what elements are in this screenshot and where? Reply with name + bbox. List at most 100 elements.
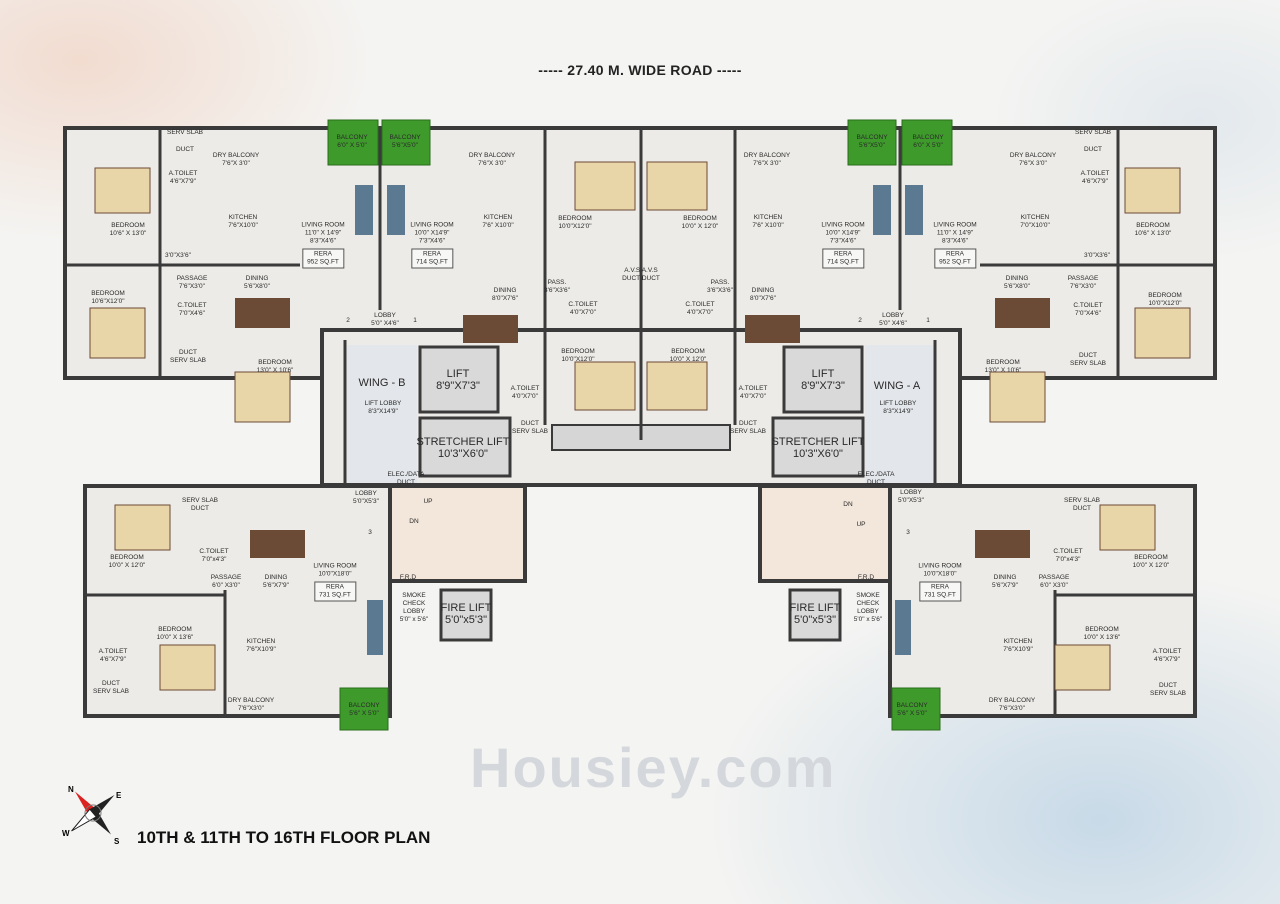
room-name: UP (856, 521, 866, 528)
room-name: BALCONY (336, 134, 368, 141)
room-dimension: 7'6"X3'0" (238, 705, 264, 712)
room-name: SMOKE CHECK LOBBY (856, 592, 880, 615)
room-name: BEDROOM (1134, 554, 1168, 561)
room-name: A.TOILET (98, 648, 128, 655)
room-name: A.TOILET (510, 385, 540, 392)
room-name: DN (409, 518, 419, 525)
room-name: LIVING ROOM (918, 562, 962, 570)
room-label: PASS.3'6"X3'6" (707, 279, 733, 295)
core-dimension: 5'0"x5'3" (445, 614, 487, 626)
room-dimension: 10'0" X 12'0" (1132, 562, 1170, 569)
balcony (381, 119, 431, 166)
room-dimension: 10'0"X12'0" (1148, 300, 1182, 307)
room-dimension: 5'6"X8'0" (1004, 283, 1030, 290)
room-name: BEDROOM (1085, 626, 1119, 633)
room-dimension: 4'6"X7'9" (1154, 656, 1180, 663)
room-name: LOBBY (355, 490, 377, 497)
room-name: BALCONY (912, 134, 944, 141)
room-name: BEDROOM (558, 215, 592, 222)
room-name: PASSAGE (210, 574, 242, 581)
dining-tables (235, 298, 1050, 558)
room-dimension: 10'0" X 12'0" (669, 356, 707, 363)
room-name: C.TOILET (685, 301, 715, 308)
room-dimension: 10'0"X12'0" (561, 356, 595, 363)
room-name: BEDROOM (561, 348, 595, 355)
room-dimension: SERV SLAB (1149, 690, 1187, 697)
room-dimension: SERV SLAB (92, 688, 130, 695)
room-label: PASS.3'6"X3'6" (544, 279, 570, 295)
room-dimension: 5'0"X5'3" (898, 497, 924, 504)
room-name: PASS. (710, 279, 730, 286)
room-name: DUCT (520, 420, 540, 427)
room-dimension: 5'0" x 5'6" (853, 616, 883, 623)
room-name: BEDROOM (683, 215, 717, 222)
core-name: WING - A (873, 380, 921, 392)
room-name: KITCHEN (1003, 638, 1033, 645)
lift-shafts (418, 345, 865, 642)
room-name: BEDROOM (1136, 222, 1170, 229)
room-name: PASS. (547, 279, 567, 286)
room-name: DUCT (738, 420, 758, 427)
room-name: LIVING ROOM (821, 221, 865, 229)
room-name: KITCHEN (1020, 214, 1050, 221)
core-name: LIFT (811, 368, 835, 380)
room-dimension: 6'0" X 5'0" (337, 142, 367, 149)
room-name: A.TOILET (1152, 648, 1182, 655)
room-name: DINING (1005, 275, 1029, 282)
core-dimension: 10'3"X6'0" (793, 448, 843, 460)
room-name: LIFT LOBBY (364, 400, 402, 407)
core-name: WING - B (358, 377, 406, 389)
room-name: UP (423, 498, 433, 505)
room-dimension: 5'6" X 5'0" (349, 710, 379, 717)
room-dimension: 10'0" X 12'0" (108, 562, 146, 569)
room-dimension: 8'0"X7'6" (750, 295, 776, 302)
room-label: 2 (858, 317, 862, 325)
room-dimension: 4'6"X7'9" (100, 656, 126, 663)
room-label: 3'0"X3'6" (165, 252, 191, 260)
room-name: BEDROOM (986, 359, 1020, 366)
plan-title: 10TH & 11TH TO 16TH FLOOR PLAN (137, 828, 431, 847)
core-dimension: 8'9"X7'3" (801, 380, 845, 392)
room-label: UP (423, 498, 432, 506)
room-name: BEDROOM (1148, 292, 1182, 299)
room-name: PASSAGE (1038, 574, 1070, 581)
stretcher-lift-b (418, 416, 512, 478)
balcony (339, 687, 389, 731)
room-label: F.R.D (400, 574, 416, 582)
room-dimension: 8'0"X7'6" (492, 295, 518, 302)
room-name: A.TOILET (738, 385, 768, 392)
room-name: BEDROOM (111, 222, 145, 229)
room-dimension: 10'0"X18'0" (923, 570, 957, 578)
compass-n: N (68, 785, 74, 794)
room-name: DRY BALCONY (743, 152, 791, 159)
core-dimension: 5'0"x5'3" (794, 614, 836, 626)
room-label: DUCT (1084, 146, 1102, 154)
stair-right (758, 484, 892, 583)
room-dimension: SERV SLAB (729, 428, 767, 435)
